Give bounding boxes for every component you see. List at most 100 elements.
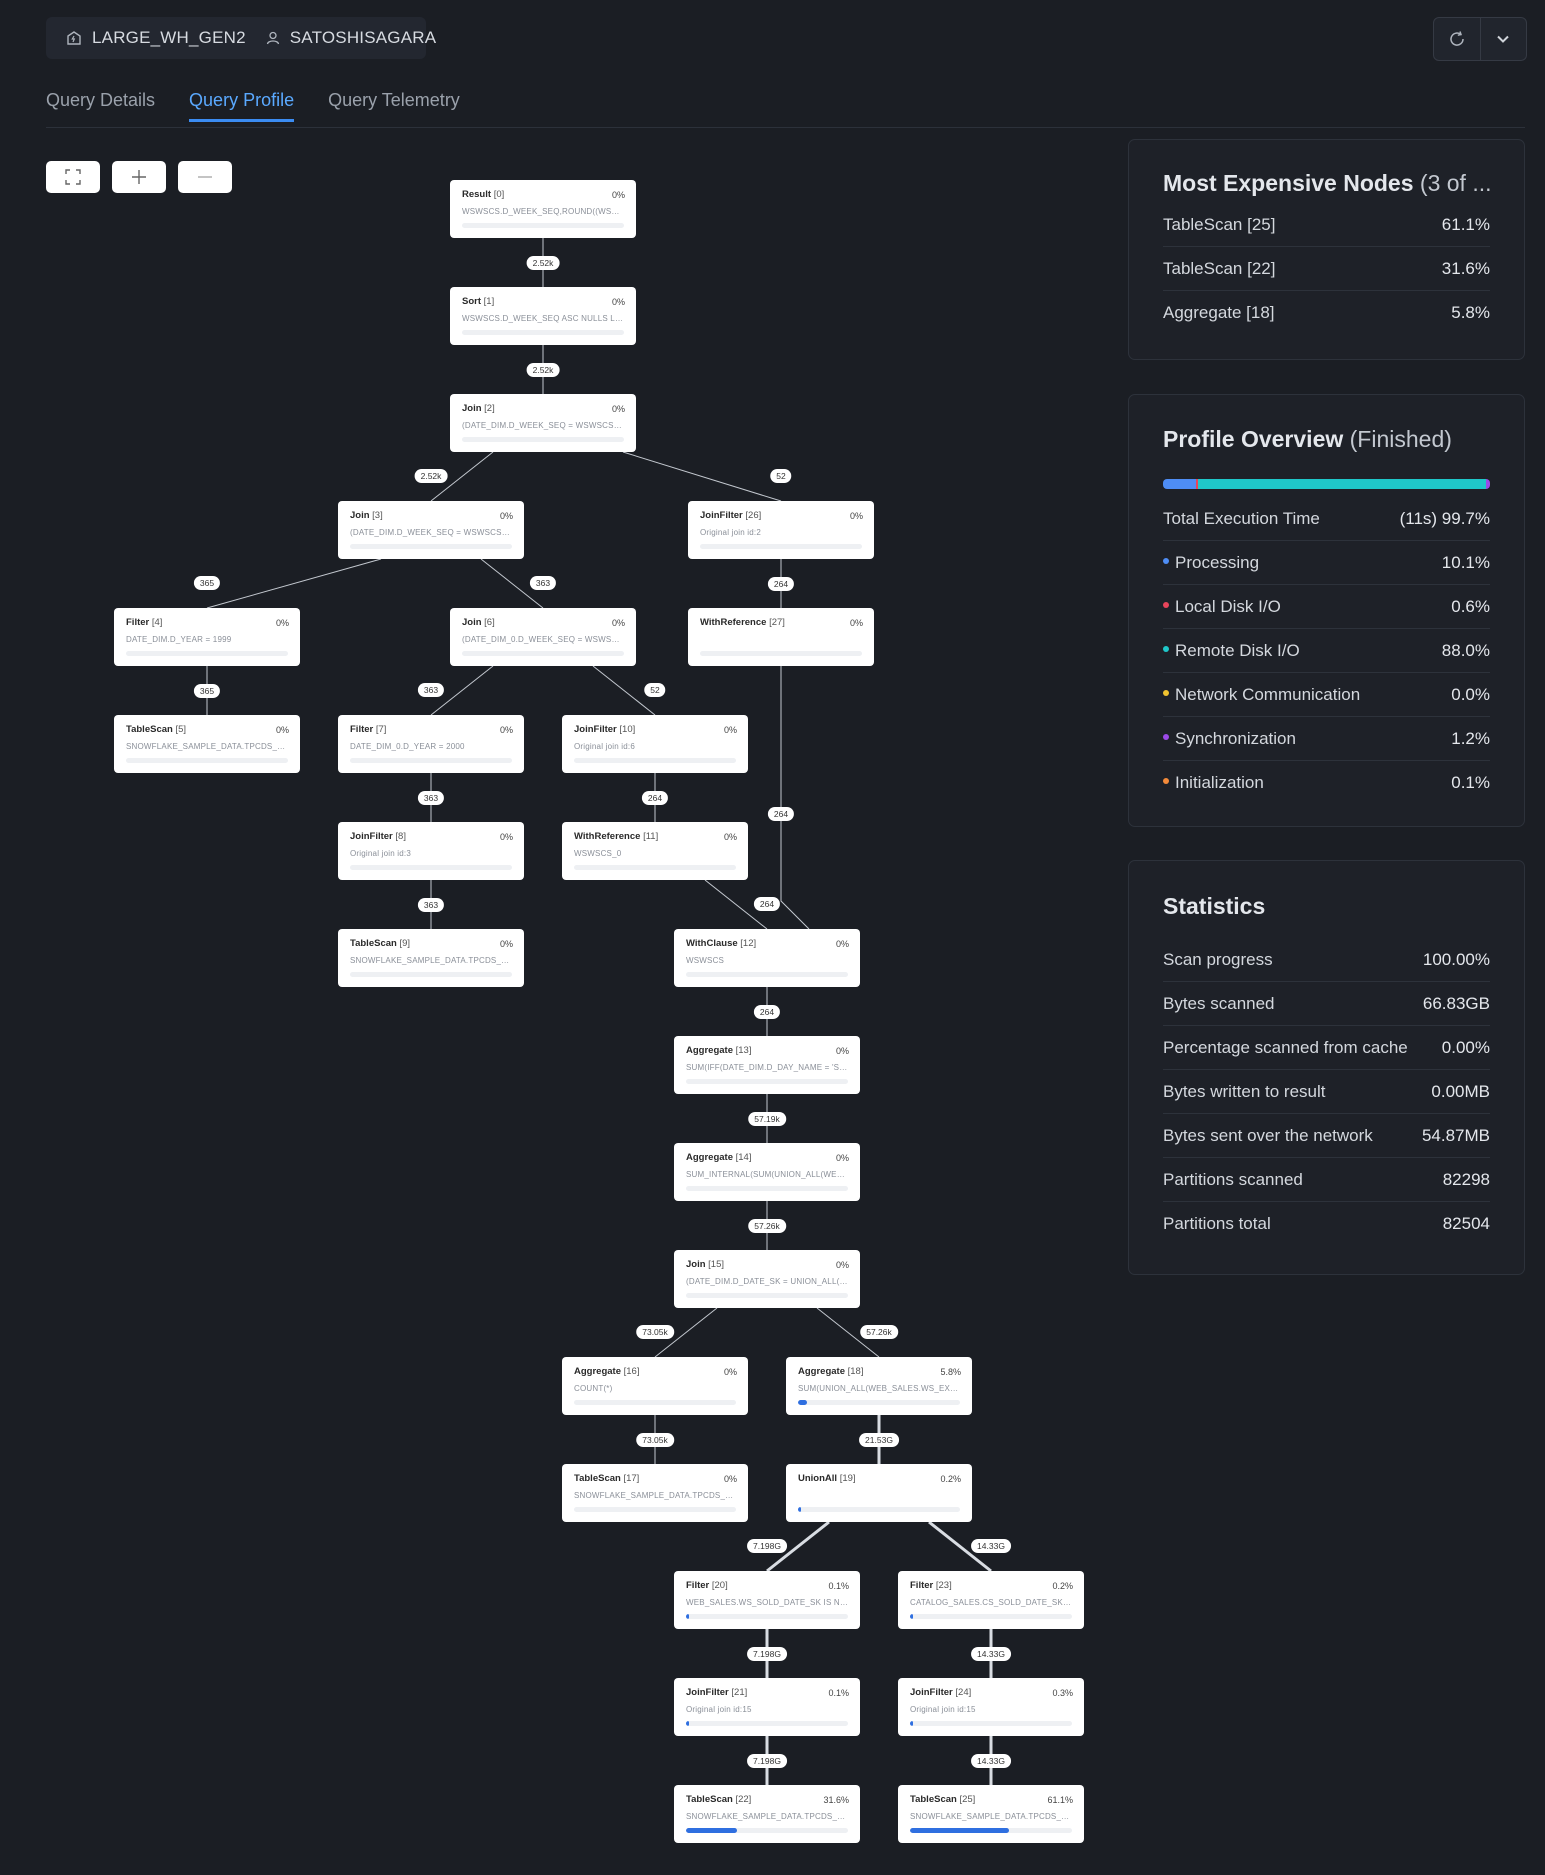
execution-time-segment [1163, 479, 1197, 489]
node-percent: 0% [723, 1367, 737, 1377]
graph-node-filter-7[interactable]: Filter [7]0%DATE_DIM_0.D_YEAR = 2000 [338, 715, 524, 773]
node-progress-bar [462, 330, 624, 335]
graph-node-withreference-27[interactable]: WithReference [27]0% [688, 608, 874, 666]
graph-node-joinfilter-8[interactable]: JoinFilter [8] 0% Original join id:3 [338, 822, 524, 880]
node-progress-bar [462, 437, 624, 442]
node-title: Join [3] [350, 510, 383, 521]
expensive-node-row[interactable]: Aggregate [18]5.8% [1163, 302, 1490, 322]
edge-row-count-label: 264 [767, 806, 795, 821]
node-detail: Original join id:3 [350, 849, 411, 858]
node-percent: 0% [499, 725, 513, 735]
panel-title: Most Expensive Nodes (3 of ... [1163, 170, 1490, 196]
edge-row-count-label: 14.33G [971, 1539, 1011, 1553]
tab-query-telemetry[interactable]: Query Telemetry [328, 90, 460, 110]
edge-row-count-label: 2.52k [526, 255, 560, 270]
graph-edge [816, 1307, 880, 1358]
node-detail: DATE_DIM_0.D_YEAR = 2000 [350, 742, 465, 751]
graph-node-filter-4[interactable]: Filter [4]0%DATE_DIM.D_YEAR = 1999 [114, 608, 300, 666]
graph-node-aggregate-16[interactable]: Aggregate [16]0%COUNT(*) [562, 1357, 748, 1415]
toolbar-buttons [1433, 17, 1527, 61]
graph-node-unionall-19[interactable]: UnionAll [19]0.2% [786, 1464, 972, 1522]
tab-query-profile[interactable]: Query Profile [189, 90, 295, 122]
refresh-button[interactable] [1434, 18, 1480, 60]
graph-node-tablescan-5[interactable]: TableScan [5]0%SNOWFLAKE_SAMPLE_DATA.TPC… [114, 715, 300, 773]
node-detail: DATE_DIM.D_YEAR = 1999 [126, 635, 232, 644]
warehouse-user-pill: LARGE_WH_GEN2 SATOSHISAGARA [46, 17, 436, 59]
node-title: WithClause [12] [686, 938, 757, 949]
graph-node-join-3[interactable]: Join [3]0%(DATE_DIM.D_WEEK_SEQ = WSWSCS_… [338, 501, 524, 559]
graph-node-join-15[interactable]: Join [15]0%(DATE_DIM.D_DATE_SK = UNION_A… [674, 1250, 860, 1308]
graph-node-join-2[interactable]: Join [2]0%(DATE_DIM.D_WEEK_SEQ = WSWSCS.… [450, 394, 636, 452]
dropdown-button[interactable] [1479, 18, 1527, 60]
graph-node-aggregate-14[interactable]: Aggregate [14]0%SUM_INTERNAL(SUM(UNION_A… [674, 1143, 860, 1201]
node-progress-bar [686, 972, 848, 977]
graph-node-tablescan-17[interactable]: TableScan [17]0%SNOWFLAKE_SAMPLE_DATA.TP… [562, 1464, 748, 1522]
graph-node-aggregate-13[interactable]: Aggregate [13]0%SUM(IFF(DATE_DIM.D_DAY_N… [674, 1036, 860, 1094]
graph-node-joinfilter-26[interactable]: JoinFilter [26]0%Original join id:2 [688, 501, 874, 559]
node-percent: 0% [835, 1046, 849, 1056]
expensive-node-row[interactable]: TableScan [25]61.1% [1163, 203, 1490, 247]
graph-node-withreference-11[interactable]: WithReference [11]0%WSWSCS_0 [562, 822, 748, 880]
node-percent: 0% [835, 1153, 849, 1163]
panel-title: Profile Overview (Finished) [1163, 426, 1452, 452]
tab-query-details[interactable]: Query Details [46, 90, 156, 110]
node-detail: SNOWFLAKE_SAMPLE_DATA.TPCDS_SF... [126, 742, 288, 751]
graph-node-joinfilter-24[interactable]: JoinFilter [24]0.3%Original join id:15 [898, 1678, 1084, 1736]
graph-node-withclause-12[interactable]: WithClause [12]0%WSWSCS [674, 929, 860, 987]
node-percent: 0.2% [1052, 1581, 1073, 1591]
graph-node-filter-20[interactable]: Filter [20]0.1%WEB_SALES.WS_SOLD_DATE_SK… [674, 1571, 860, 1629]
edge-row-count-label: 264 [641, 790, 669, 805]
node-title: Aggregate [18] [798, 1366, 864, 1377]
node-title: Filter [23] [910, 1580, 952, 1591]
graph-edge [766, 1520, 830, 1573]
node-title: JoinFilter [26] [700, 510, 762, 521]
most-expensive-nodes-panel: Most Expensive Nodes (3 of ... TableScan… [1128, 139, 1525, 360]
node-progress-bar [798, 1507, 960, 1512]
execution-time-segment [1198, 479, 1486, 489]
graph-edge [430, 665, 494, 716]
node-detail: (DATE_DIM.D_WEEK_SEQ = WSWSCS_0... [350, 528, 512, 537]
warehouse-name: LARGE_WH_GEN2 [92, 28, 246, 47]
expensive-node-row[interactable]: TableScan [22]31.6% [1163, 247, 1490, 291]
graph-edge [592, 665, 656, 716]
graph-edge [780, 666, 810, 930]
node-title: Join [15] [686, 1259, 725, 1270]
node-detail: (DATE_DIM.D_DATE_SK = UNION_ALL(W... [686, 1277, 848, 1286]
fit-to-screen-button[interactable] [46, 161, 100, 193]
graph-node-filter-23[interactable]: Filter [23]0.2%CATALOG_SALES.CS_SOLD_DAT… [898, 1571, 1084, 1629]
edge-row-count-label: 2.52k [414, 469, 448, 483]
zoom-out-button[interactable] [178, 161, 232, 193]
node-detail: SNOWFLAKE_SAMPLE_DATA.TPCDS_SF... [350, 956, 512, 965]
graph-node-sort-1[interactable]: Sort [1]0%WSWSCS.D_WEEK_SEQ ASC NULLS LA… [450, 287, 636, 345]
node-detail: Original join id:6 [574, 742, 635, 751]
warehouse-icon [66, 30, 82, 46]
node-title: JoinFilter [8] [350, 831, 406, 842]
graph-node-result-0[interactable]: Result [0]0%WSWSCS.D_WEEK_SEQ,ROUND((WSW… [450, 180, 636, 238]
node-title: WithReference [11] [574, 831, 659, 842]
edge-row-count-label: 7.198G [747, 1646, 787, 1661]
minus-icon [198, 176, 212, 178]
graph-node-aggregate-18[interactable]: Aggregate [18]5.8%SUM(UNION_ALL(WEB_SALE… [786, 1357, 972, 1415]
zoom-in-button[interactable] [112, 161, 166, 193]
graph-node-tablescan-9[interactable]: TableScan [9]0%SNOWFLAKE_SAMPLE_DATA.TPC… [338, 929, 524, 987]
node-detail: Original join id:2 [700, 528, 761, 537]
node-title: Aggregate [13] [686, 1045, 752, 1056]
graph-node-joinfilter-10[interactable]: JoinFilter [10]0%Original join id:6 [562, 715, 748, 773]
graph-node-tablescan-22[interactable]: TableScan [22]31.6%SNOWFLAKE_SAMPLE_DATA… [674, 1785, 860, 1843]
tab-divider [46, 127, 1525, 128]
edge-row-count-label: 363 [417, 897, 445, 912]
graph-node-joinfilter-21[interactable]: JoinFilter [21]0.1%Original join id:15 [674, 1678, 860, 1736]
node-detail: Original join id:15 [910, 1705, 976, 1714]
graph-node-join-6[interactable]: Join [6]0%(DATE_DIM_0.D_WEEK_SEQ = WSWSC… [450, 608, 636, 666]
graph-node-tablescan-25[interactable]: TableScan [25]61.1%SNOWFLAKE_SAMPLE_DATA… [898, 1785, 1084, 1843]
user-name: SATOSHISAGARA [289, 28, 437, 47]
node-progress-fill [686, 1828, 738, 1833]
user-icon [266, 31, 280, 45]
node-percent: 0% [499, 832, 513, 842]
